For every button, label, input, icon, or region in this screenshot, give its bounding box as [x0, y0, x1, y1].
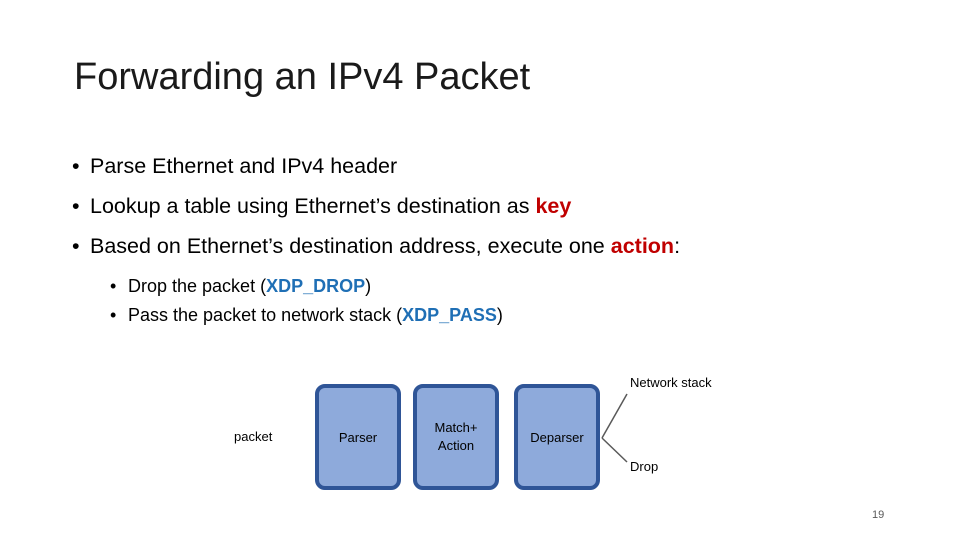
drop-label: Drop: [630, 459, 659, 474]
parser-box: Parser: [315, 384, 401, 490]
code-xdp-drop: XDP_DROP: [266, 276, 366, 296]
arrow-to-network-stack: [601, 393, 628, 439]
bullet-text: Parse Ethernet and IPv4 header: [90, 154, 398, 178]
network-stack-label: Network stack: [630, 375, 712, 390]
bullet-marker: •: [110, 305, 117, 325]
bullet-marker: •: [110, 276, 117, 296]
bullet-text: Based on Ethernet’s destination address,…: [90, 234, 611, 258]
match-action-box: Match+ Action: [413, 384, 499, 490]
bullet-text: Lookup a table using Ethernet’s destinat…: [90, 194, 536, 218]
bullet-text: :: [674, 234, 681, 258]
bullet-text: Pass the packet to network stack (: [128, 305, 403, 325]
bullet-lookup: • Lookup a table using Ethernet’s destina…: [72, 186, 680, 226]
page-number: 19: [872, 509, 885, 521]
subbullet-drop: • Drop the packet (XDP_DROP): [72, 272, 680, 301]
bullet-text: ): [365, 276, 372, 296]
deparser-box: Deparser: [514, 384, 600, 490]
bullet-parse: • Parse Ethernet and IPv4 header: [72, 146, 680, 186]
bullet-marker: •: [72, 154, 80, 178]
bullet-list: • Parse Ethernet and IPv4 header • Lookup …: [72, 146, 680, 330]
keyword-action: action: [610, 234, 675, 258]
code-xdp-pass: XDP_PASS: [402, 305, 497, 325]
bullet-marker: •: [72, 234, 80, 258]
keyword-key: key: [535, 194, 572, 218]
bullet-text: ): [496, 305, 503, 325]
packet-label: packet: [234, 429, 273, 444]
bullet-text: Drop the packet (: [128, 276, 267, 296]
bullet-marker: •: [72, 194, 80, 218]
slide-title: Forwarding an IPv4 Packet: [74, 56, 531, 98]
subbullet-pass: • Pass the packet to network stack (XDP_P…: [72, 301, 680, 330]
bullet-action: • Based on Ethernet’s destination address…: [72, 226, 680, 266]
arrow-to-drop: [601, 437, 628, 463]
